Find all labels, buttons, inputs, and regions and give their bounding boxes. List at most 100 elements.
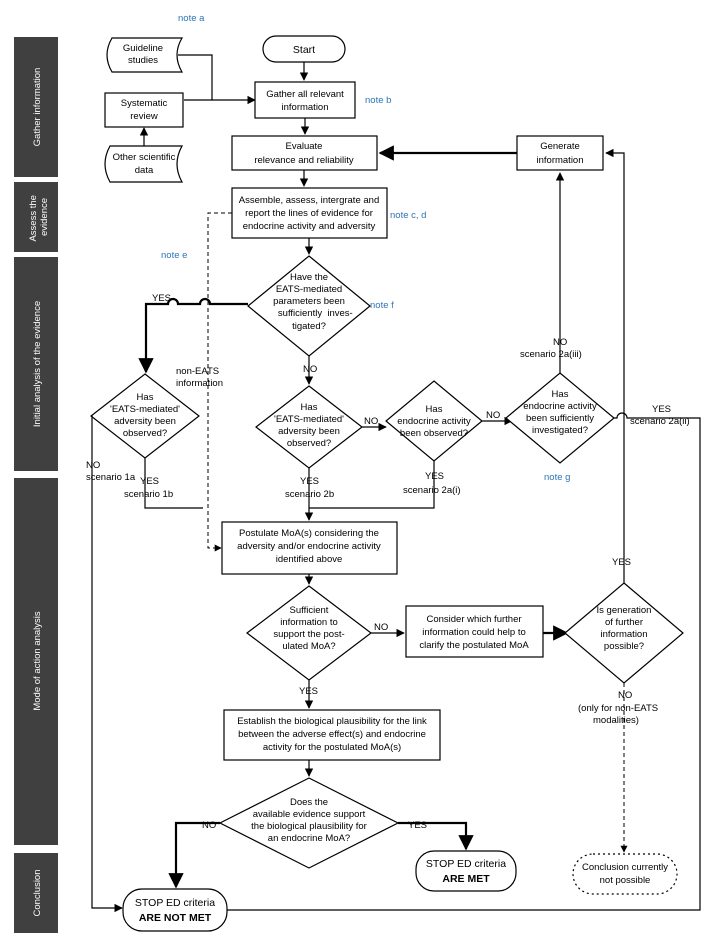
q1-line-2: EATS-mediated [276,284,342,295]
start-label: Start [293,44,315,56]
qi-no-label: NO [553,337,567,348]
scenario-2a-ii-label: scenario 2a(ii) [630,416,690,427]
note-cd: note c, d [390,210,426,221]
gather-info-node: Gather all relevant information [254,81,356,119]
qa-no-label: NO [202,820,216,831]
scenario-2a-iii-label: scenario 2a(iii) [520,349,582,360]
qs-line-2: information to [280,617,338,628]
qa-line-2: available evidence support [253,809,366,820]
ql-line-2: 'EATS-mediated' [110,404,180,415]
systematic-line-1: Systematic [121,98,168,109]
phase-label-assess: Assess the evidence [28,192,50,241]
note-g: note g [544,472,570,483]
only-non-eats-label-2: modalities) [593,715,639,726]
connector-qa-yes [398,821,474,851]
consider-line-2: information could help to [422,627,526,638]
consider-line-1: Consider which further [426,614,521,625]
q1-no-label: NO [303,364,317,375]
connector-q1-yes [138,297,248,374]
q1-line-6: tigated? [292,321,326,332]
not-possible-line-2: not possible [600,875,651,886]
generate-info-node: Generate information [516,135,604,171]
q1-line-4: sufficiently [278,308,322,319]
q1-line-1: Have the [290,272,328,283]
q1-yes-label: YES [152,293,171,304]
stop-not-met-line-1: STOP ED criteria [135,897,215,909]
connector-guideline [178,54,213,101]
qe-line-1: Has [426,404,443,415]
qm-no-label: NO [364,416,378,427]
generate-line-1: Generate [540,141,580,152]
phase-bar-conclusion: Conclusion [14,853,58,933]
establish-line-1: Establish the biological plausibility fo… [237,716,427,727]
postulate-line-1: Postulate MoA(s) considering the [239,528,379,539]
ql-line-4: observed? [123,428,167,439]
q-eats-params-diamond: Have the EATS-mediated parameters been s… [247,255,371,357]
qe-no-label: NO [486,410,500,421]
qm-line-4: observed? [287,438,331,449]
postulate-line-3: identified above [276,554,343,565]
q-generation-possible-diamond: Is generation of further information pos… [564,582,684,684]
evaluate-node: Evaluate relevance and reliability [231,135,378,171]
qs-line-4: ulated MoA? [282,641,335,652]
guideline-studies-node: Guideline studies [106,37,184,73]
ql-no-label: NO [86,460,100,471]
assemble-line-3: endocrine activity and adversity [243,221,376,232]
systematic-line-2: review [130,111,158,122]
non-eats-label-1: non-EATS [176,366,219,377]
establish-line-3: activity for the postulated MoA(s) [263,742,401,753]
ql-line-1: Has [137,392,154,403]
postulate-line-2: adversity and/or endocrine activity [237,541,381,552]
qa-line-1: Does the [290,797,328,808]
note-f: note f [370,300,394,311]
stop-are-met-node: STOP ED criteria ARE MET [415,850,517,892]
consider-further-node: Consider which further information could… [405,605,544,658]
other-data-node: Other scientific data [104,145,184,183]
consider-line-3: clarify the postulated MoA [419,640,529,651]
qi-line-2: endocrine activity [523,401,597,412]
qe-line-2: endocrine activity [397,416,471,427]
phase-bar-moa: Mode of action analysis [14,478,58,845]
connector-scenario-1b [144,458,203,509]
evaluate-line-2: relevance and reliability [254,155,354,166]
qg-line-1: Is generation [597,605,652,616]
only-non-eats-label-1: (only for non-EATS [578,703,658,714]
qa-yes-label: YES [408,820,427,831]
assemble-line-2: report the lines of evidence for [245,208,373,219]
q-endocrine-investigated-diamond: Has endocrine activity been sufficiently… [505,372,615,464]
qs-line-1: Sufficient [290,605,329,616]
qg-line-3: information [601,629,648,640]
scenario-1b-label: scenario 1b [124,489,173,500]
qa-line-4: an endocrine MoA? [268,833,350,844]
generate-line-2: information [537,155,584,166]
evaluate-line-1: Evaluate [286,141,323,152]
guideline-line-1: Guideline [123,43,163,54]
systematic-review-node: Systematic review [104,92,184,128]
gather-line-1: Gather all relevant [266,89,344,100]
other-data-line-1: Other scientific [113,152,176,163]
qm-line-1: Has [301,402,318,413]
q1-line-3: parameters been [273,296,345,307]
assemble-line-1: Assemble, assess, intergrate and [239,195,379,206]
qi-line-3: been sufficiently [526,413,594,424]
qg-no-label: NO [618,690,632,701]
connector-qa-no [168,821,220,889]
q1-line-5: inves- [327,308,352,319]
qs-yes-label: YES [299,686,318,697]
stop-not-met-line-2: ARE NOT MET [139,912,212,924]
qg-line-2: of further [605,617,643,628]
phase-bar-gather: Gather information [14,37,58,177]
stop-met-line-1: STOP ED criteria [426,858,506,870]
gather-line-2: information [282,102,329,113]
other-data-line-2: data [135,165,154,176]
connector-non-eats-dashed [207,212,232,552]
ql-line-3: adversity been [114,416,176,427]
phase-bar-initial: Initial analysis of the evidence [14,257,58,471]
qs-line-3: support the post- [273,629,344,640]
non-eats-label-2: information [176,378,223,389]
phase-label-moa: Mode of action analysis [32,611,43,711]
phase-label-initial: Initial analysis of the evidence [32,301,43,427]
note-a: note a [178,13,205,24]
scenario-1a-label: scenario 1a [86,472,136,483]
